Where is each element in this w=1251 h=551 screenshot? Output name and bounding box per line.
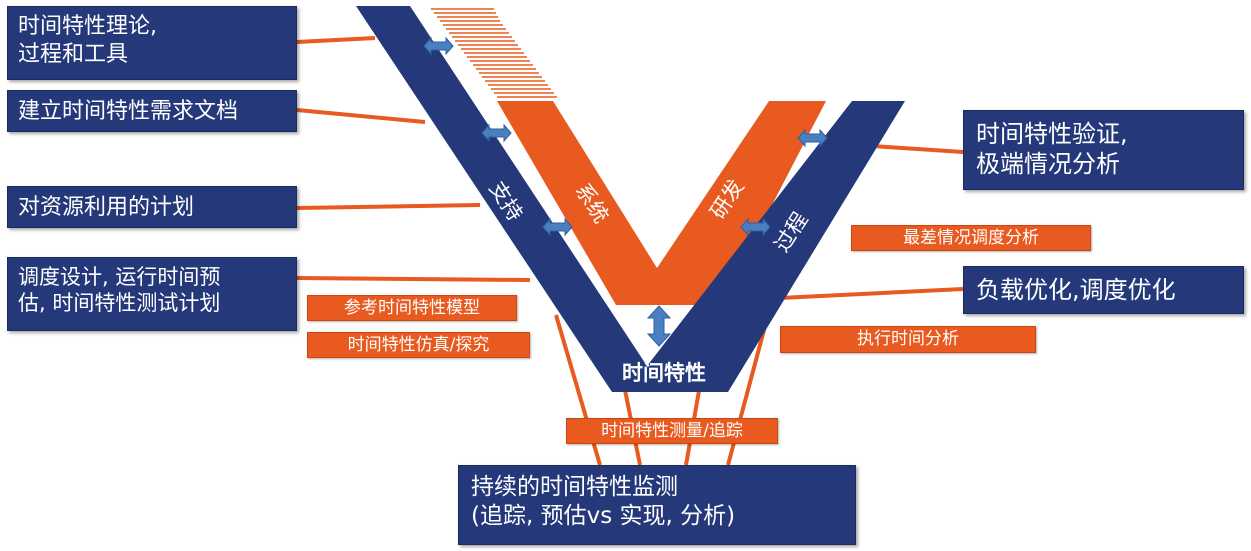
- connector-line: [296, 203, 481, 210]
- double-arrow-icon: [740, 217, 771, 237]
- double-arrow-icon: [481, 123, 512, 143]
- connector-line: [779, 287, 964, 300]
- optimization-line: 负载优化,调度优化: [976, 276, 1176, 304]
- double-arrow-icon: [797, 128, 828, 148]
- monitoring-line-1: 持续的时间特性监测: [471, 474, 678, 500]
- double-arrow-icon: [423, 36, 454, 56]
- vertical-double-arrow-icon: [646, 305, 672, 347]
- connector-line: [871, 144, 964, 154]
- schedule-design-box: 调度设计, 运行时间预 估, 时间特性测试计划: [7, 257, 297, 331]
- monitoring-box: 持续的时间特性监测 (追踪, 预估vs 实现, 分析): [458, 465, 856, 545]
- double-arrow-icon: [542, 217, 573, 237]
- resource-plan-line: 对资源利用的计划: [18, 195, 195, 220]
- verification-line-1: 时间特性验证,: [976, 120, 1128, 148]
- requirements-line: 建立时间特性需求文档: [18, 99, 239, 124]
- worst-case-label: 最差情况调度分析: [851, 225, 1091, 251]
- verification-box: 时间特性验证, 极端情况分析: [963, 110, 1244, 190]
- model-label: 参考时间特性模型: [307, 295, 517, 321]
- hatched-area: [431, 8, 557, 98]
- schedule-design-line-2: 估, 时间特性测试计划: [18, 291, 221, 316]
- requirements-box: 建立时间特性需求文档: [7, 90, 297, 132]
- theory-box: 时间特性理论, 过程和工具: [7, 6, 297, 80]
- simulation-label: 时间特性仿真/探究: [307, 332, 530, 358]
- resource-plan-box: 对资源利用的计划: [7, 186, 297, 228]
- connector-line: [296, 276, 531, 282]
- navy-v-shape: [356, 6, 905, 392]
- theory-line-2: 过程和工具: [18, 41, 129, 67]
- theory-line-1: 时间特性理论,: [18, 14, 157, 39]
- measurement-label: 时间特性测量/追踪: [566, 418, 778, 444]
- connector-line: [296, 108, 426, 124]
- monitoring-line-2: (追踪, 预估vs 实现, 分析): [471, 502, 736, 529]
- verification-line-2: 极端情况分析: [976, 150, 1120, 178]
- label-center: 时间特性: [622, 361, 706, 385]
- connector-line: [296, 36, 376, 44]
- optimization-box: 负载优化,调度优化: [963, 266, 1244, 314]
- execution-label: 执行时间分析: [780, 326, 1036, 353]
- schedule-design-line-1: 调度设计, 运行时间预: [18, 265, 221, 289]
